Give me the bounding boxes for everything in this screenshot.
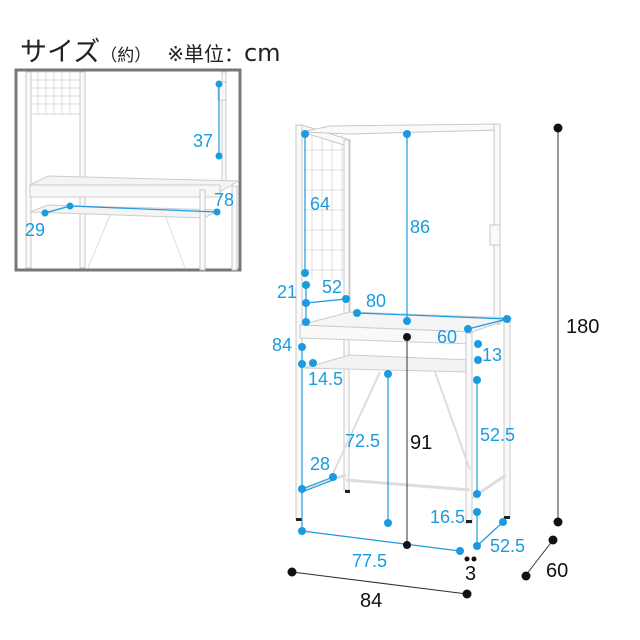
label-desk-width: 80 bbox=[366, 291, 386, 311]
label-foot-height: 16.5 bbox=[430, 507, 465, 527]
inset-border bbox=[14, 68, 242, 272]
label-top-bar-height: 86 bbox=[410, 217, 430, 237]
label-panel-gap: 21 bbox=[277, 282, 297, 302]
label-side-clearance: 52.5 bbox=[480, 425, 515, 445]
black-dimensions bbox=[287, 123, 563, 599]
label-total-height: 180 bbox=[566, 316, 599, 338]
label-brace-depth: 28 bbox=[310, 454, 330, 474]
page-title: サイズ（約） ※単位：cm bbox=[20, 30, 281, 69]
label-panel-width: 52 bbox=[322, 277, 342, 297]
unit-text: cm bbox=[243, 39, 281, 67]
label-rail-width: 78 bbox=[214, 190, 234, 210]
label-side-height: 84 bbox=[272, 335, 292, 355]
label-desk-height: 91 bbox=[410, 432, 432, 454]
label-hook-gap: 13 bbox=[482, 345, 502, 365]
label-base-depth: 52.5 bbox=[490, 536, 525, 556]
title-text: サイズ bbox=[20, 37, 101, 68]
label-foot-offset: 3 bbox=[465, 563, 476, 585]
label-inner-width: 77.5 bbox=[352, 551, 387, 571]
label-desk-depth: 60 bbox=[437, 327, 457, 347]
label-panel-height: 64 bbox=[310, 194, 330, 214]
label-rail-depth: 29 bbox=[25, 220, 45, 240]
unit-prefix: ※単位： bbox=[167, 42, 244, 66]
label-total-width: 84 bbox=[360, 590, 382, 612]
label-shelf-height: 72.5 bbox=[345, 431, 380, 451]
label-shelf-gap: 14.5 bbox=[308, 369, 343, 389]
mesh-panel bbox=[304, 135, 348, 280]
label-hook-height: 37 bbox=[193, 131, 213, 151]
label-total-depth: 60 bbox=[546, 560, 568, 582]
title-approx: （約） bbox=[100, 46, 152, 66]
inset-detail: 37 78 29 bbox=[14, 68, 242, 272]
blue-dimensions bbox=[298, 130, 511, 555]
